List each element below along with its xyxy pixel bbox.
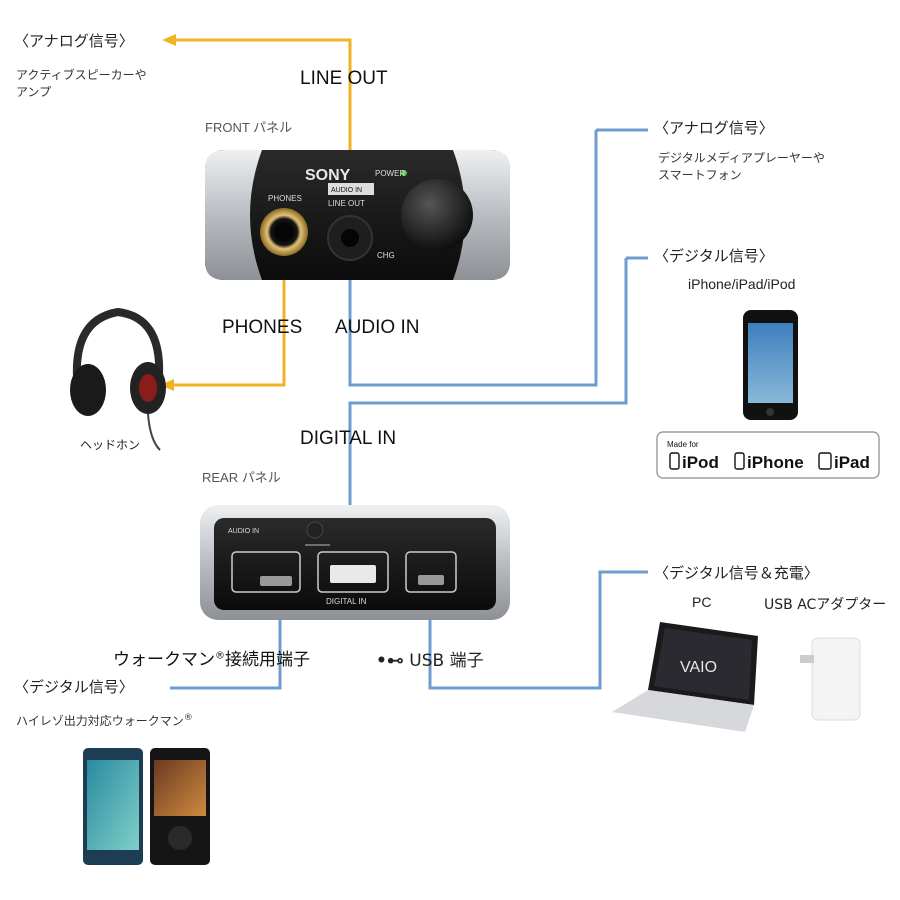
headphones-image <box>70 307 166 451</box>
digital-ipod-heading: 〈デジタル信号〉 <box>654 247 774 265</box>
digital-in-label: DIGITAL IN <box>300 428 397 449</box>
usb-port <box>405 551 457 593</box>
chg-label: CHG <box>377 251 395 260</box>
usb-port-label: •⊷ USB 端子 <box>376 646 484 671</box>
analog-in-heading: 〈アナログ信号〉 <box>654 119 774 137</box>
walkman-description-reg: ® <box>183 713 193 723</box>
walkman-port-suffix: 接続用端子 <box>225 650 310 670</box>
ipod-devices-label: iPhone/iPad/iPod <box>688 276 796 292</box>
power-label: POWER <box>375 169 405 178</box>
walkman-device-left <box>83 748 143 865</box>
made-for-badge <box>656 431 880 479</box>
usb-line <box>428 570 648 690</box>
rear-panel-caption: REAR パネル <box>202 470 281 485</box>
rear-audio-in-tag: AUDIO IN <box>228 528 259 535</box>
line-out-label: LINE OUT <box>300 68 388 89</box>
front-brand: SONY <box>305 167 351 184</box>
laptop-logo: VAIO <box>680 659 717 676</box>
front-panel-caption: FRONT パネル <box>205 120 293 135</box>
audio-in-line <box>348 130 598 387</box>
power-led <box>401 170 407 176</box>
made-for-iphone: iPhone <box>747 453 804 472</box>
line-out-arrowhead <box>162 34 176 46</box>
walkman-port <box>231 551 301 593</box>
usb-icon: •⊷ <box>376 651 404 671</box>
usb-ac-adapter-label: USB ACアダプター <box>764 597 887 613</box>
made-for-ipod: iPod <box>682 453 719 472</box>
digital-in-port <box>317 551 389 593</box>
walkman-port-name: ウォークマン <box>113 650 215 670</box>
usb-ac-adapter-image <box>800 637 861 721</box>
line-jack-label-top: AUDIO IN <box>331 187 362 194</box>
digital-in-line <box>348 258 628 555</box>
laptop-image <box>612 622 758 732</box>
headphones-label: ヘッドホン <box>80 438 141 452</box>
line-jack-label-bottom: LINE OUT <box>328 199 365 208</box>
rear-panel-device <box>200 505 510 620</box>
walkman-port-reg: ® <box>215 650 225 662</box>
digital-lines <box>170 128 648 690</box>
walkman-description: ハイレゾ出力対応ウォークマン® <box>16 710 193 730</box>
walkman-description-text: ハイレゾ出力対応ウォークマン <box>16 714 184 728</box>
phones-line <box>170 240 286 387</box>
walkman-heading: 〈デジタル信号〉 <box>14 678 134 696</box>
made-for-ipad: iPad <box>834 453 870 472</box>
pc-label: PC <box>692 594 712 610</box>
made-for-prefix: Made for <box>667 440 699 449</box>
phones-jack-label: PHONES <box>268 194 302 203</box>
phones-arrowhead <box>160 379 174 391</box>
phones-label: PHONES <box>222 317 303 338</box>
walkman-port-label: ウォークマン®接続用端子 <box>113 645 310 670</box>
iphone-image <box>743 310 798 420</box>
walkman-line <box>170 600 282 690</box>
front-panel-device <box>205 150 510 280</box>
analog-out-description: アクティブスピーカーや アンプ <box>16 68 147 99</box>
usb-port-text: USB 端子 <box>409 651 484 671</box>
audio-in-label: AUDIO IN <box>335 317 420 338</box>
rear-digital-in-tag: DIGITAL IN <box>326 597 367 606</box>
analog-out-heading: 〈アナログ信号〉 <box>14 32 134 50</box>
walkman-device-right <box>150 748 210 865</box>
digital-charge-heading: 〈デジタル信号＆充電〉 <box>654 564 819 582</box>
volume-knob <box>401 179 473 251</box>
analog-in-description: デジタルメディアプレーヤーや スマートフォン <box>658 151 825 182</box>
